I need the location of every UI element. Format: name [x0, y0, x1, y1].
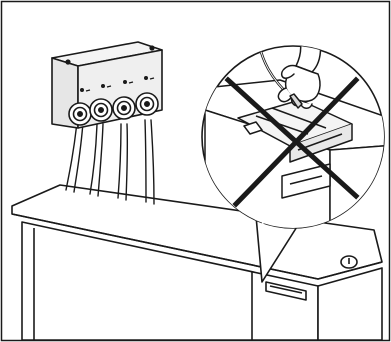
- dosing-tubes: [65, 119, 155, 205]
- tube: [117, 123, 122, 199]
- prohibition-cross-icon: [224, 76, 360, 208]
- tube: [97, 123, 104, 197]
- cross-stroke: [224, 76, 360, 200]
- recess-slot: [289, 175, 323, 185]
- washer-side: [317, 267, 383, 341]
- pump-head-4: [135, 92, 159, 116]
- tube: [125, 123, 129, 201]
- indicator-tick: [128, 81, 134, 84]
- washer-top-edge: [11, 213, 383, 280]
- indicator-led: [144, 76, 148, 80]
- compartment-divider: [271, 107, 327, 129]
- indicator-tick: [106, 85, 112, 88]
- drawer-slot: [269, 285, 303, 294]
- pump-head-3: [112, 96, 136, 120]
- indicator-led: [80, 88, 84, 92]
- dosing-pump-box-icon: [51, 41, 163, 129]
- screw-icon: [65, 59, 71, 65]
- hand-thumb: [280, 64, 297, 79]
- washing-machine-icon: [11, 184, 383, 341]
- tube: [73, 121, 84, 193]
- indicator-tick: [149, 77, 155, 80]
- screw-icon: [149, 45, 155, 51]
- tube-nozzle: [289, 93, 303, 109]
- tube: [144, 119, 147, 203]
- indicator-led: [123, 80, 127, 84]
- siphon-cap: [243, 121, 263, 135]
- tube: [89, 123, 98, 195]
- compartment-divider: [255, 115, 309, 135]
- control-recess: [281, 163, 331, 199]
- hand-finger: [277, 87, 293, 103]
- indicator-tick: [85, 89, 91, 92]
- pump-head-1: [68, 102, 92, 126]
- pump-head-2: [89, 98, 113, 122]
- tube: [150, 119, 155, 205]
- cross-stroke: [232, 76, 360, 208]
- tube: [65, 121, 78, 191]
- indicator-led: [101, 84, 105, 88]
- hand-icon: [256, 46, 322, 109]
